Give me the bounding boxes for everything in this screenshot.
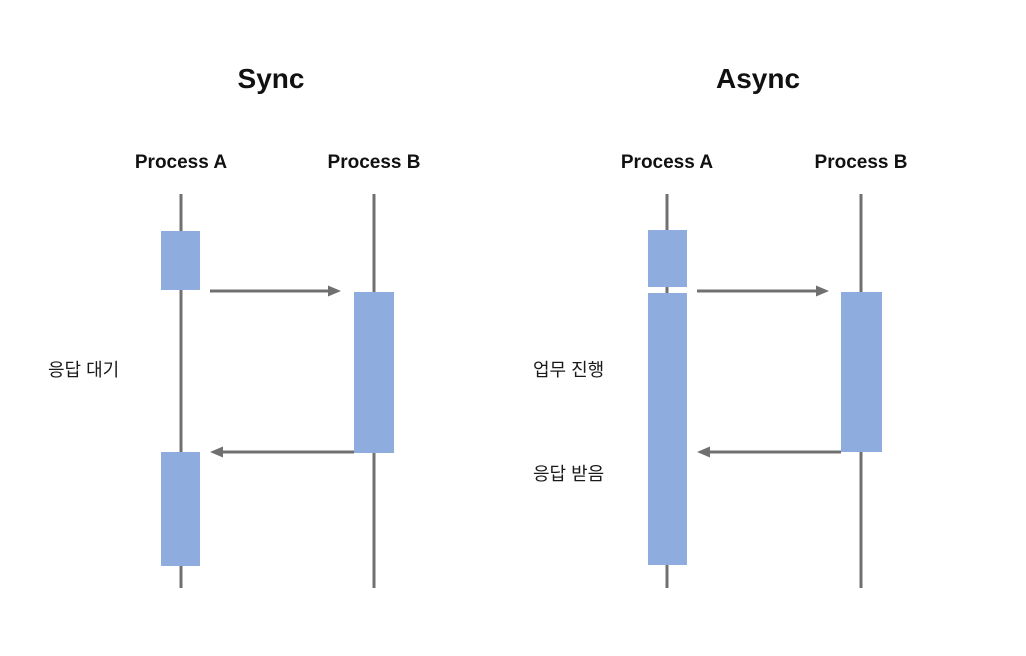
panel-title-sync: Sync	[238, 63, 305, 94]
participant-label-async-process-a: Process A	[621, 152, 714, 173]
message-sync-request	[210, 285, 341, 297]
activation-bar-async-a-request	[648, 230, 687, 287]
participant-label-sync-process-b: Process B	[328, 152, 421, 173]
panel-title-async: Async	[716, 63, 800, 94]
participant-label-async-process-b: Process B	[815, 152, 908, 173]
note-sync-note-waiting: 응답 대기	[48, 360, 119, 380]
note-async-note-received: 응답 받음	[533, 464, 604, 484]
message-sync-response	[210, 446, 354, 458]
activation-bar-sync-a-resume	[161, 452, 200, 566]
message-arrowhead-sync-response	[210, 446, 223, 458]
activation-bar-sync-b-work	[354, 292, 394, 453]
message-arrowhead-sync-request	[328, 285, 341, 297]
message-arrowhead-async-request	[816, 285, 829, 297]
message-async-response	[697, 446, 841, 458]
activation-bar-async-a-work	[648, 293, 687, 565]
activation-bar-async-b-work	[841, 292, 882, 452]
activation-bar-sync-a-request	[161, 231, 200, 290]
message-async-request	[697, 285, 829, 297]
message-arrowhead-async-response	[697, 446, 710, 458]
participant-label-sync-process-a: Process A	[135, 152, 228, 173]
note-async-note-working: 업무 진행	[533, 360, 604, 380]
